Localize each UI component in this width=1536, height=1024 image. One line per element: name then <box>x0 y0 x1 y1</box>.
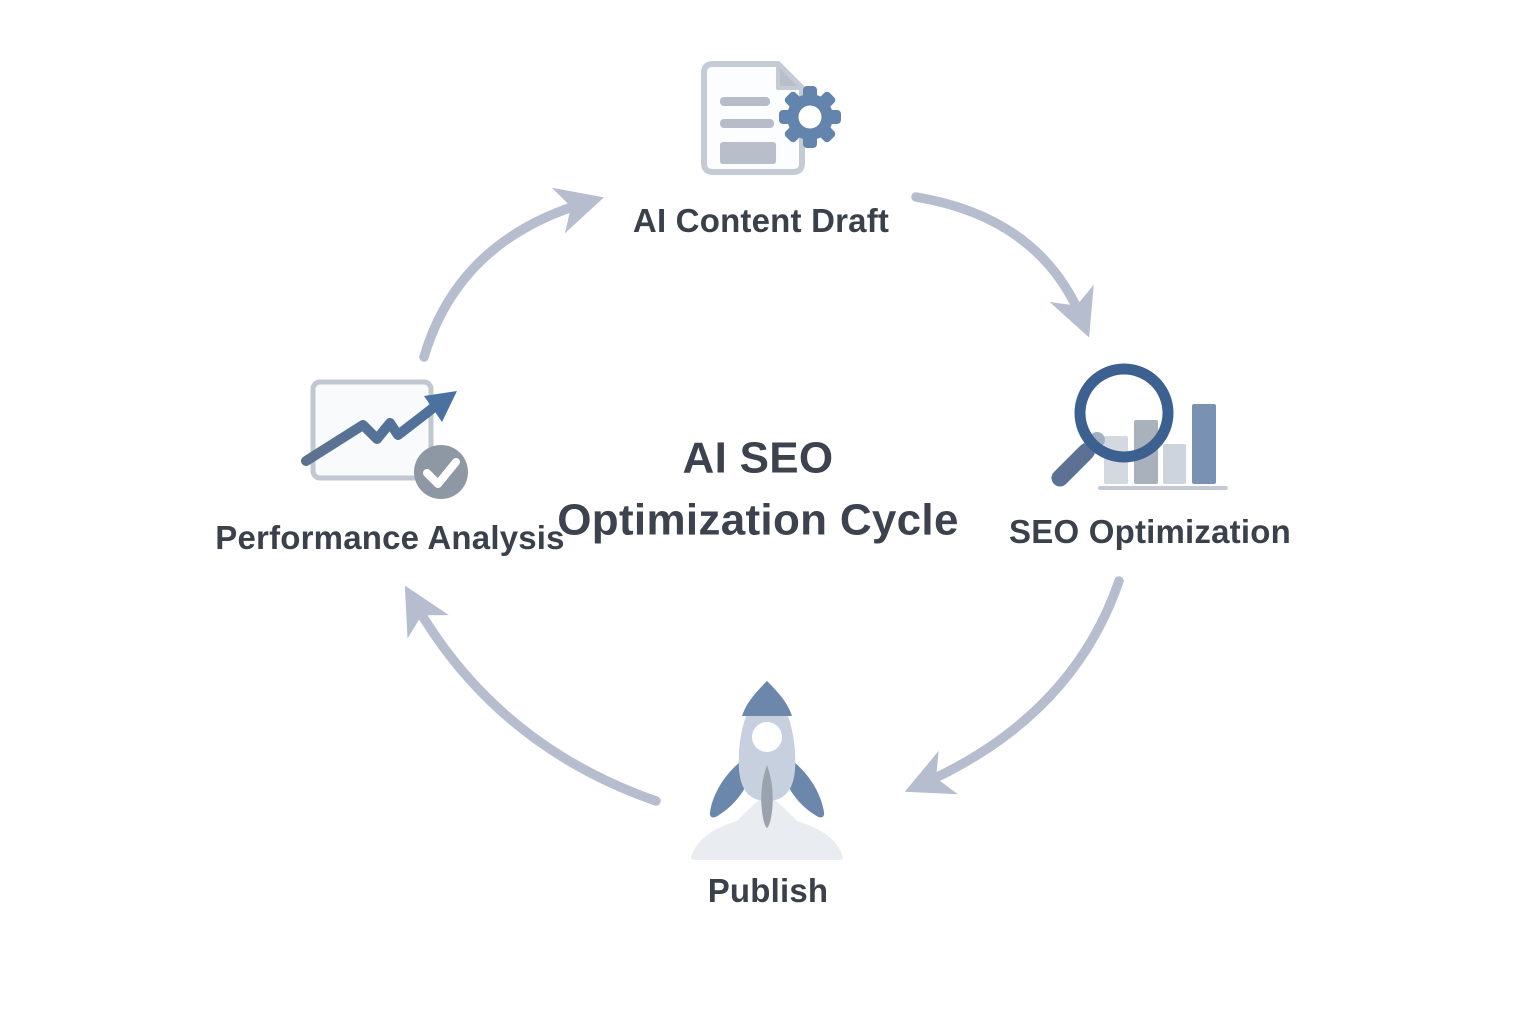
node-label-performance-analysis: Performance Analysis <box>215 519 565 556</box>
rocket-window <box>752 722 782 752</box>
node-label-publish: Publish <box>707 872 829 909</box>
rocket-nose <box>742 681 792 716</box>
checkmark-badge-icon <box>414 445 468 499</box>
trend-arrowhead <box>424 391 457 422</box>
cycle-arrows <box>404 187 1124 806</box>
magnifier-bar-chart-icon <box>1051 363 1228 490</box>
rocket-nozzle <box>761 765 773 828</box>
chart-checkmark-icon <box>301 379 468 499</box>
arrow-seo-to-publish <box>904 576 1124 795</box>
folded-corner <box>776 62 804 90</box>
node-label-seo-optimization: SEO Optimization <box>1009 513 1291 550</box>
diagram-title-line2: Optimization Cycle <box>557 495 959 544</box>
diagram-title: AI SEO Optimization Cycle <box>557 427 958 550</box>
arrow-draft-to-seo <box>911 192 1094 338</box>
node-label-ai-content-draft: AI Content Draft <box>632 202 890 239</box>
document-gear-icon <box>701 61 841 175</box>
rocket-icon <box>691 681 843 860</box>
gear-icon <box>779 86 841 148</box>
arrow-publish-to-performance <box>404 585 661 806</box>
diagram-title-line1: AI SEO <box>682 433 834 483</box>
trend-line <box>301 403 438 466</box>
arrow-performance-to-draft <box>419 187 604 362</box>
